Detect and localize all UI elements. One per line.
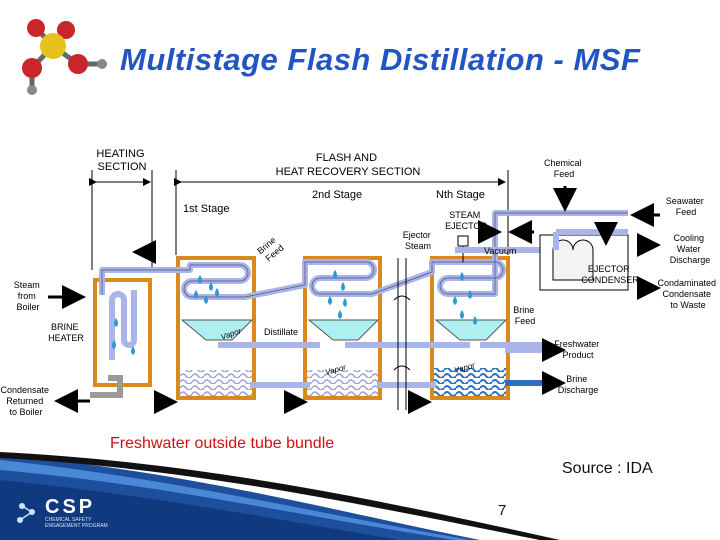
vacuum-label: Vacuum [484, 246, 516, 256]
seawater-feed-label: Seawater Feed [666, 196, 707, 217]
distillate-trays [180, 319, 508, 341]
brine-pool-2 [307, 370, 378, 396]
csp-logo-subtitle: CHEMICAL SAFETY ENGAGEMENT PROGRAM [45, 517, 108, 529]
brine-discharge-label: Brine Discharge [558, 374, 599, 395]
brine-feed-right-label: Brine Feed [513, 305, 537, 326]
freshwater-product-label: Freshwater Product [554, 339, 602, 360]
csp-logo-text: CSP [45, 496, 96, 518]
flash-section-label: FLASH AND HEAT RECOVERY SECTION [276, 152, 421, 178]
condensate-returned-label: Condensate Returned to Boiler [0, 385, 51, 417]
brine-tube-outline [101, 212, 628, 298]
steam-from-boiler-label: Steam from Boiler [14, 280, 43, 312]
diagram-caption: Freshwater outside tube bundle [110, 435, 335, 452]
slide-title: Multistage Flash Distillation - MSF [120, 42, 641, 77]
water-droplets [112, 270, 477, 355]
footer-swoosh [0, 452, 560, 540]
ejector-condenser-label: EJECTOR CONDENSER [581, 264, 639, 285]
distillate-label: Distillate [264, 327, 298, 337]
brine-feed-top-label: Brine Feed [255, 233, 287, 264]
brine-heater-label: BRINE HEATER [48, 322, 84, 343]
stage-1-label: 1st Stage [183, 203, 229, 215]
stage-2-label: 2nd Stage [312, 189, 362, 201]
cooling-water-discharge-label: Cooling Water Discharge [670, 233, 711, 265]
ejector-steam-label: Ejector Steam [403, 230, 434, 251]
brine-pool-n [434, 368, 506, 396]
flow-arrows [48, 186, 661, 414]
molecule-logo [22, 19, 107, 95]
contaminated-condensate-label: Condaminated Condensate to Waste [657, 278, 718, 310]
chemical-feed-label: Chemical Feed [544, 158, 584, 179]
section-brackets [89, 170, 509, 270]
break-marks [393, 258, 411, 410]
page-number: 7 [498, 502, 507, 519]
stage-n-label: Nth Stage [436, 189, 485, 201]
source-credit: Source : IDA [562, 460, 653, 477]
heating-section-label: HEATING SECTION [96, 148, 147, 173]
steam-ejector-label: STEAM EJECTOR [445, 210, 487, 231]
brine-heater-vessel [90, 278, 152, 398]
msf-diagram: HEATING SECTION FLASH AND HEAT RECOVERY … [0, 148, 718, 417]
csp-logo-icon [17, 503, 35, 523]
steam-ejector [455, 235, 540, 262]
brine-pool-1 [180, 370, 252, 396]
